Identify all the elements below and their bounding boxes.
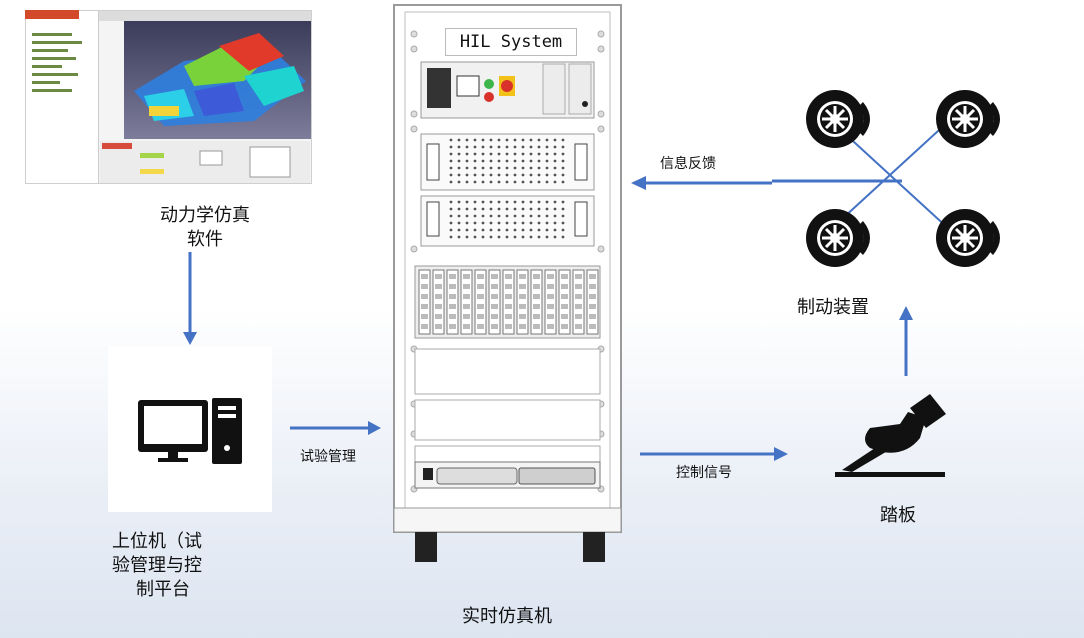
realtime-sim-label: 实时仿真机 <box>462 606 552 627</box>
dynamics-software-label-line2: 软件 <box>187 229 223 250</box>
dynamics-software-label-line1: 动力学仿真 <box>160 205 250 226</box>
computer-icon <box>138 398 242 464</box>
host-pc-label-line1: 上位机（试 <box>112 531 202 552</box>
io-panel-1 <box>420 133 595 191</box>
host-pc-label-line3: 制平台 <box>136 579 190 600</box>
arrow-info-feedback <box>631 176 902 190</box>
brake-wheel-icon-rr <box>935 207 1002 269</box>
host-pc-panel <box>108 346 272 512</box>
screenshot-3d-viewport <box>124 21 311 139</box>
hil-rack <box>393 4 622 562</box>
rack-wheel-left <box>415 532 437 562</box>
screenshot-model-tree <box>26 11 99 183</box>
brake-wheel-icon-fr <box>935 88 1002 150</box>
screenshot-brand-strip <box>25 10 79 19</box>
brake-wheel-icon-rl <box>805 207 872 269</box>
control-signal-label: 控制信号 <box>676 465 732 481</box>
screenshot-toolbar <box>26 11 311 21</box>
dynamics-software-label: 动力学仿真 软件 <box>160 204 250 252</box>
arrow-pc-to-rack <box>290 421 381 435</box>
pedal-icon <box>835 394 946 477</box>
host-pc-label: 上位机（试 验管理与控 制平台 <box>112 530 202 602</box>
brake-device-label: 制动装置 <box>797 297 869 318</box>
arrow-software-to-pc <box>183 252 197 345</box>
info-feedback-label: 信息反馈 <box>660 156 716 172</box>
arrow-control-signal <box>640 447 788 461</box>
io-panel-2 <box>420 195 595 247</box>
host-pc-label-line2: 验管理与控 <box>112 555 202 576</box>
pedal-label: 踏板 <box>880 505 916 526</box>
dynamics-software-screenshot <box>25 10 312 184</box>
rack-wheel-right <box>583 532 605 562</box>
vehicle-frame-render <box>134 33 306 126</box>
arrow-pedal-to-brakes <box>899 306 913 376</box>
rack-title: HIL System <box>445 28 577 56</box>
test-management-label: 试验管理 <box>300 449 356 465</box>
screenshot-properties-panel <box>100 141 310 183</box>
brake-wheel-icon-fl <box>805 88 872 150</box>
